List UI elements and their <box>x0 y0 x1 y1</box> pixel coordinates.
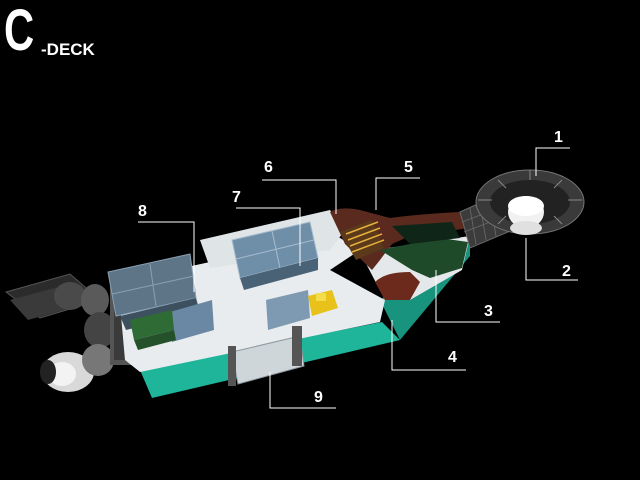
side-ramp <box>228 326 305 386</box>
callout-3: 3 <box>484 303 493 320</box>
deck-letter: C <box>4 0 34 63</box>
callout-line-2 <box>525 238 578 281</box>
bow-ring <box>475 169 585 235</box>
callout-7: 7 <box>232 189 241 206</box>
callout-line-8 <box>138 221 195 292</box>
callout-line-6 <box>262 179 337 214</box>
callout-4: 4 <box>448 349 457 366</box>
callout-9: 9 <box>314 389 323 406</box>
forward-wood-deck <box>330 208 470 300</box>
callout-6: 6 <box>264 159 273 176</box>
deck-title-suffix: -DECK <box>41 40 95 59</box>
callout-lines <box>138 147 578 409</box>
callout-numbers: 1 2 3 4 5 6 7 8 9 <box>138 129 571 406</box>
callout-2: 2 <box>562 263 571 280</box>
callout-1: 1 <box>554 129 563 146</box>
aft-garden <box>130 310 176 350</box>
callout-8: 8 <box>138 203 147 220</box>
callout-line-4 <box>391 320 466 371</box>
callout-line-7 <box>236 207 301 266</box>
deck-vehicle <box>308 290 338 316</box>
callout-line-3 <box>435 270 500 323</box>
callout-line-5 <box>375 177 420 210</box>
callout-5: 5 <box>404 159 413 176</box>
callout-line-1 <box>535 147 570 176</box>
callout-line-9 <box>269 372 336 409</box>
mid-container-block <box>170 221 319 342</box>
